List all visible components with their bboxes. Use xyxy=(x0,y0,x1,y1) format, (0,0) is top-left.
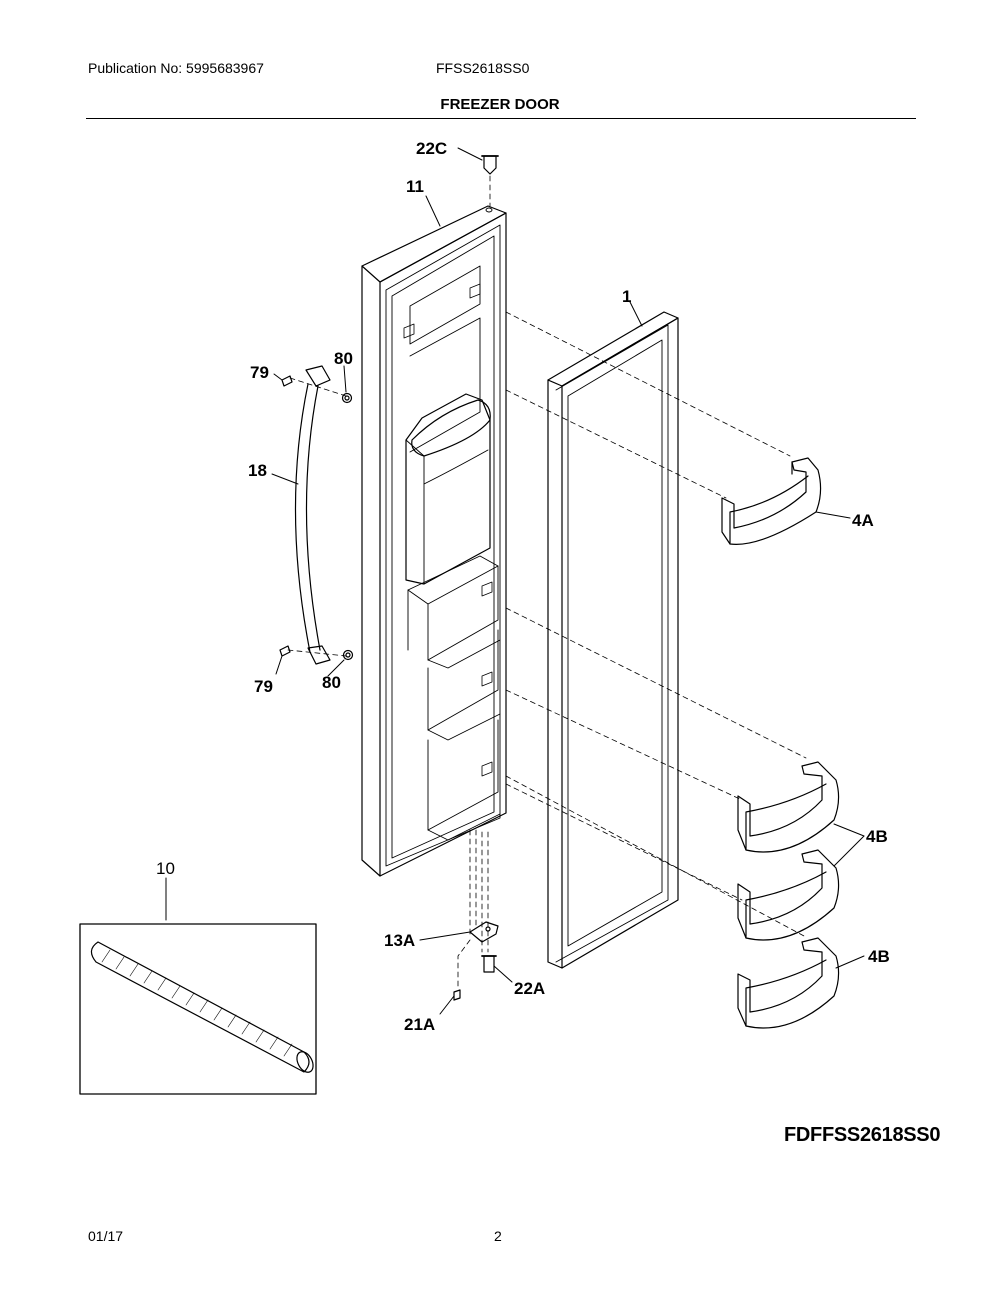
bottom-hinge-bracket-13a xyxy=(469,921,499,943)
hinge-screw-21a xyxy=(453,989,461,1001)
callout-10: 10 xyxy=(156,859,175,878)
leader-lines xyxy=(165,147,865,1015)
footer-date: 01/17 xyxy=(88,1228,124,1244)
publication-number: Publication No: 5995683967 xyxy=(88,60,264,76)
top-hinge-pin-22c xyxy=(481,155,499,175)
callout-11: 11 xyxy=(406,177,424,196)
callout-4a: 4A xyxy=(852,511,874,530)
door-liner-part xyxy=(361,205,507,877)
callout-21a: 21A xyxy=(404,1015,435,1034)
model-number: FFSS2618SS0 xyxy=(436,60,530,76)
handle-screw-part xyxy=(279,375,293,657)
callout-22a: 22A xyxy=(514,979,545,998)
door-bin-4b-middle xyxy=(737,849,840,941)
door-bin-4b-bottom xyxy=(737,937,840,1029)
bottom-hinge-pin-22a xyxy=(481,955,497,973)
page-title: FREEZER DOOR xyxy=(440,96,560,113)
callout-79-bottom: 79 xyxy=(254,677,273,696)
callout-79-top: 79 xyxy=(250,363,269,382)
callout-4b-pair: 4B xyxy=(866,827,888,846)
door-bin-4a xyxy=(721,457,822,545)
handle-cap-part xyxy=(341,392,354,661)
door-bin-4b-top xyxy=(737,761,840,853)
diagram-code: FDFFSS2618SS0 xyxy=(784,1124,941,1146)
door-hinge-kit-box xyxy=(79,923,317,1095)
callout-80-bottom: 80 xyxy=(322,673,341,692)
callout-18: 18 xyxy=(248,461,267,480)
header-rule xyxy=(86,118,916,119)
door-handle-part xyxy=(294,365,331,665)
callout-1: 1 xyxy=(622,287,631,306)
explode-lines xyxy=(287,175,807,991)
door-gasket-part xyxy=(547,311,679,969)
callout-13a: 13A xyxy=(384,931,415,950)
callout-80-top: 80 xyxy=(334,349,353,368)
insulation-roll-part xyxy=(90,941,314,1073)
callout-4b-single: 4B xyxy=(868,947,890,966)
footer-page-number: 2 xyxy=(494,1228,502,1244)
callout-22c: 22C xyxy=(416,139,447,158)
